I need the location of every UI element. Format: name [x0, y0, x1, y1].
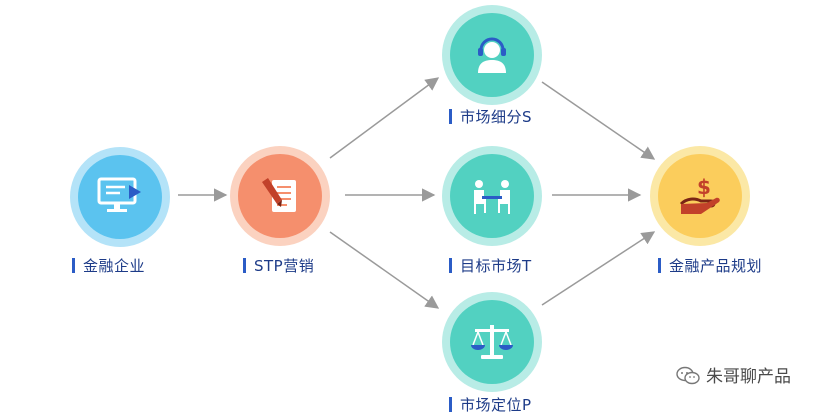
node-product-planning: $: [650, 146, 750, 246]
arrow-segmentation-to-planning: [541, 81, 656, 160]
node-positioning: [442, 292, 542, 392]
dollar-hand-icon: $: [679, 175, 720, 214]
label-text: 目标市场T: [460, 257, 532, 275]
label-segmentation: 市场细分S: [449, 108, 532, 126]
node-segmentation: [442, 5, 542, 105]
label-product-planning: 金融产品规划: [658, 257, 762, 275]
label-text: 市场定位P: [460, 396, 532, 414]
arrow-stp-to-segmentation: [329, 77, 440, 159]
watermark-text: 朱哥聊产品: [706, 367, 791, 387]
label-bar: [243, 258, 246, 273]
node-stp-marketing: [230, 146, 330, 246]
label-text: 市场细分S: [460, 108, 533, 126]
label-bar: [72, 258, 75, 273]
document-pen-icon: [262, 178, 296, 212]
headset-person-icon: [478, 37, 506, 73]
meeting-table-icon: [474, 180, 510, 214]
node-financial-enterprise: [70, 147, 170, 247]
label-financial-enterprise: 金融企业: [72, 257, 145, 275]
wechat-icon: [676, 366, 700, 385]
balance-scale-icon: [471, 325, 513, 359]
label-stp-marketing: STP营销: [243, 257, 314, 275]
node-targeting: [442, 146, 542, 246]
arrow-positioning-to-planning: [541, 231, 656, 306]
label-positioning: 市场定位P: [449, 396, 532, 414]
computer-icon: [97, 177, 141, 212]
label-bar: [449, 109, 452, 124]
label-targeting: 目标市场T: [449, 257, 532, 275]
label-bar: [449, 258, 452, 273]
svg-text:$: $: [697, 175, 711, 199]
watermark: 朱哥聊产品: [676, 366, 791, 387]
label-text: STP营销: [254, 257, 315, 275]
label-bar: [658, 258, 661, 273]
label-text: 金融产品规划: [669, 257, 763, 275]
arrow-stp-to-positioning: [329, 231, 440, 309]
label-bar: [449, 397, 452, 412]
label-text: 金融企业: [83, 257, 146, 275]
